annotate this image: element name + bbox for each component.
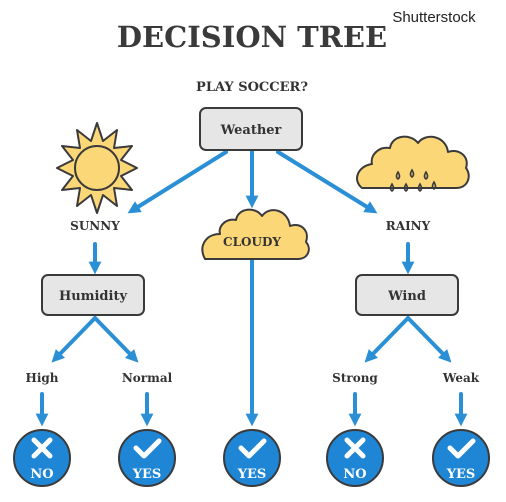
- check-icon: [447, 438, 476, 459]
- arrow-humidity-normal: [93, 316, 139, 363]
- outcome-normal-label: YES: [132, 467, 162, 482]
- root-arrows: [35, 150, 468, 427]
- arrow-root-sunny: [127, 150, 228, 214]
- outcome-normal-yes: YES: [118, 429, 176, 487]
- outcome-cloudy-label: YES: [237, 467, 267, 482]
- branch-normal-label: Normal: [122, 371, 173, 385]
- outcome-weak-yes: YES: [432, 429, 490, 487]
- check-icon: [238, 438, 267, 459]
- raindrop-icon: [423, 170, 429, 180]
- node-humidity-label: Humidity: [59, 289, 127, 304]
- node-rainy-label: RAINY: [386, 219, 431, 233]
- outcome-weak-label: YES: [446, 467, 476, 482]
- raindrop-icon: [417, 182, 423, 192]
- page-title: DECISION TREE: [117, 20, 387, 54]
- outcome-strong-no: NO: [326, 429, 384, 487]
- raindrop-icon: [403, 182, 409, 192]
- branch-high-label: High: [25, 371, 58, 385]
- arrow-humidity-high: [51, 316, 97, 363]
- outcome-high-label: NO: [30, 467, 53, 482]
- arrow-root-rainy: [276, 150, 378, 214]
- node-weather-label: Weather: [220, 123, 282, 138]
- node-cloudy-label: CLOUDY: [223, 235, 281, 249]
- question-label: PLAY SOCCER?: [196, 80, 308, 95]
- rain-cloud-icon: [356, 135, 470, 192]
- arrow-wind-weak: [406, 316, 452, 363]
- watermark-text: Shutterstock: [392, 9, 476, 26]
- node-sunny-label: SUNNY: [70, 219, 120, 233]
- branch-weak-label: Weak: [442, 371, 480, 385]
- cloud-icon: CLOUDY: [201, 208, 310, 260]
- arrow-wind-strong: [364, 316, 410, 363]
- raindrop-icon: [409, 168, 415, 178]
- node-wind: Wind: [355, 274, 459, 316]
- raindrop-icon: [395, 170, 401, 180]
- x-icon: [344, 437, 366, 459]
- outcome-strong-label: NO: [343, 467, 366, 482]
- outcome-high-no: NO: [13, 429, 71, 487]
- outcome-cloudy-yes: YES: [223, 429, 281, 487]
- raindrop-icon: [431, 180, 437, 190]
- branch-strong-label: Strong: [332, 371, 378, 385]
- node-humidity: Humidity: [41, 274, 145, 316]
- node-weather: Weather: [199, 107, 303, 151]
- x-icon: [31, 437, 53, 459]
- raindrop-icon: [389, 182, 395, 192]
- sun-icon: [56, 122, 138, 214]
- check-icon: [133, 438, 162, 459]
- node-wind-label: Wind: [387, 289, 426, 304]
